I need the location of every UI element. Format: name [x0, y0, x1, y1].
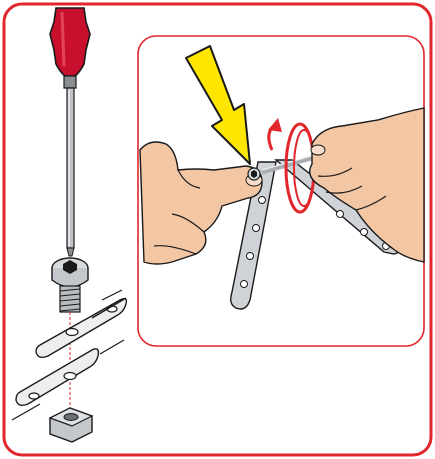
- held-screw-icon: [248, 168, 260, 180]
- detail-inset: [138, 36, 424, 346]
